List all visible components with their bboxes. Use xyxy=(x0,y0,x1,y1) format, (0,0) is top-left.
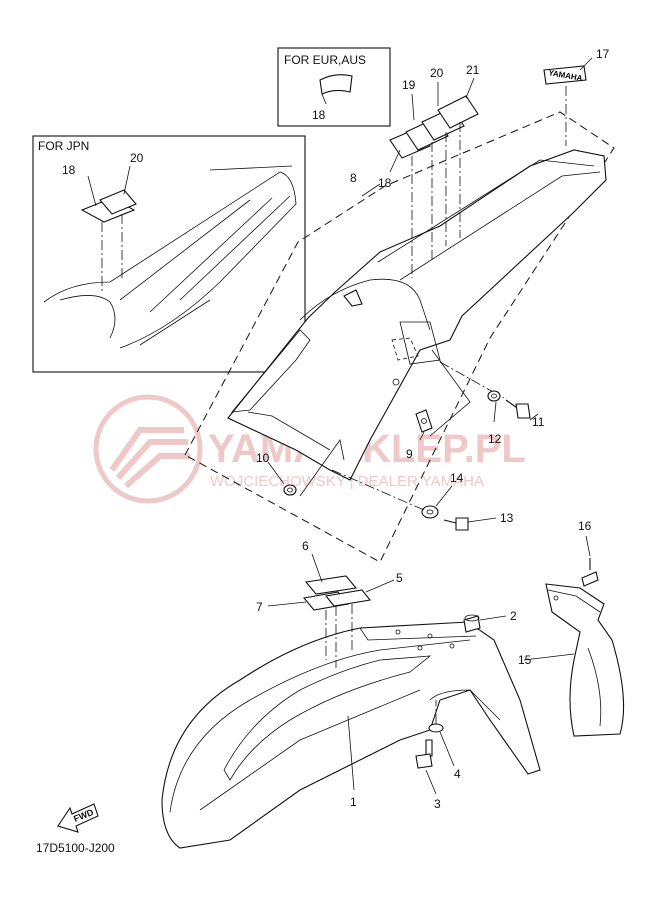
washer-12 xyxy=(487,390,501,402)
rear-fender-dashed-group xyxy=(184,111,615,563)
callout-4: 4 xyxy=(454,767,461,781)
bolt-13 xyxy=(455,517,469,531)
callout-18-eur: 18 xyxy=(312,108,326,122)
eur-aus-title: FOR EUR,AUS xyxy=(284,53,366,67)
callout-18-main: 18 xyxy=(378,176,392,190)
decal-6 xyxy=(304,575,358,595)
bolt-3 xyxy=(415,753,433,769)
fwd-arrow-icon xyxy=(57,803,99,833)
callout-20-main: 20 xyxy=(430,66,444,80)
nut-9 xyxy=(415,409,433,433)
eur-aus-box xyxy=(277,47,391,127)
front-fender xyxy=(161,621,541,849)
callout-18-jpn: 18 xyxy=(62,163,76,177)
watermark-logo xyxy=(93,394,203,504)
callout-12: 12 xyxy=(488,432,502,446)
decal-21 xyxy=(437,95,479,129)
collar-14 xyxy=(421,505,439,519)
jpn-box xyxy=(32,135,306,373)
washer-4 xyxy=(428,723,444,733)
mud-flap-15 xyxy=(545,583,625,737)
yamaha-emblem xyxy=(543,65,587,85)
eur-aus-inset: FOR EUR,AUS 18 xyxy=(277,47,391,127)
rear-fender-hardware: 9 10 11 12 13 14 xyxy=(256,349,545,531)
watermark-subtitle: WOJCIECHOWSKY | DEALER YAMAHA xyxy=(210,473,484,490)
callout-7: 7 xyxy=(256,600,263,614)
rear-fender xyxy=(227,149,607,481)
callout-21: 21 xyxy=(466,63,480,77)
callout-6: 6 xyxy=(302,539,309,553)
rear-fender-assembly: 8 xyxy=(184,111,615,563)
jpn-inset: FOR JPN 18 20 xyxy=(32,135,306,373)
screw-16 xyxy=(581,571,599,587)
callout-5: 5 xyxy=(396,571,403,585)
front-fender-assembly: 1 xyxy=(161,621,541,849)
nut-2 xyxy=(463,615,481,633)
callout-13: 13 xyxy=(500,511,514,525)
collar-10 xyxy=(283,484,297,496)
rear-fender-decals: 18 19 20 21 xyxy=(378,63,480,278)
callout-2: 2 xyxy=(510,609,517,623)
callout-10: 10 xyxy=(256,451,270,465)
callout-14: 14 xyxy=(450,471,464,485)
bolt-11 xyxy=(515,403,531,419)
callout-1: 1 xyxy=(350,795,357,809)
emblem-17: YAMAHA 17 xyxy=(543,47,610,146)
callout-15: 15 xyxy=(518,653,532,667)
callout-16: 16 xyxy=(578,519,592,533)
front-fender-hardware: 2 3 4 xyxy=(415,609,517,811)
jpn-title: FOR JPN xyxy=(38,139,89,153)
diagram-code: 17D5100-J200 xyxy=(36,841,115,855)
fwd-arrow: FWD xyxy=(57,803,99,833)
callout-20-jpn: 20 xyxy=(130,151,144,165)
jpn-decal-20 xyxy=(99,189,137,215)
callout-11: 11 xyxy=(532,415,545,429)
eur-aus-decal-18 xyxy=(319,74,353,95)
callout-17: 17 xyxy=(596,47,610,61)
callout-3: 3 xyxy=(434,797,441,811)
callout-19: 19 xyxy=(402,78,416,92)
front-fender-decals: 6 7 5 xyxy=(256,539,403,668)
decal-5 xyxy=(324,589,372,607)
callout-9: 9 xyxy=(406,447,413,461)
jpn-fender-outline xyxy=(43,171,297,349)
callout-8: 8 xyxy=(350,171,357,185)
mud-flap-assembly: 15 16 xyxy=(518,519,625,737)
